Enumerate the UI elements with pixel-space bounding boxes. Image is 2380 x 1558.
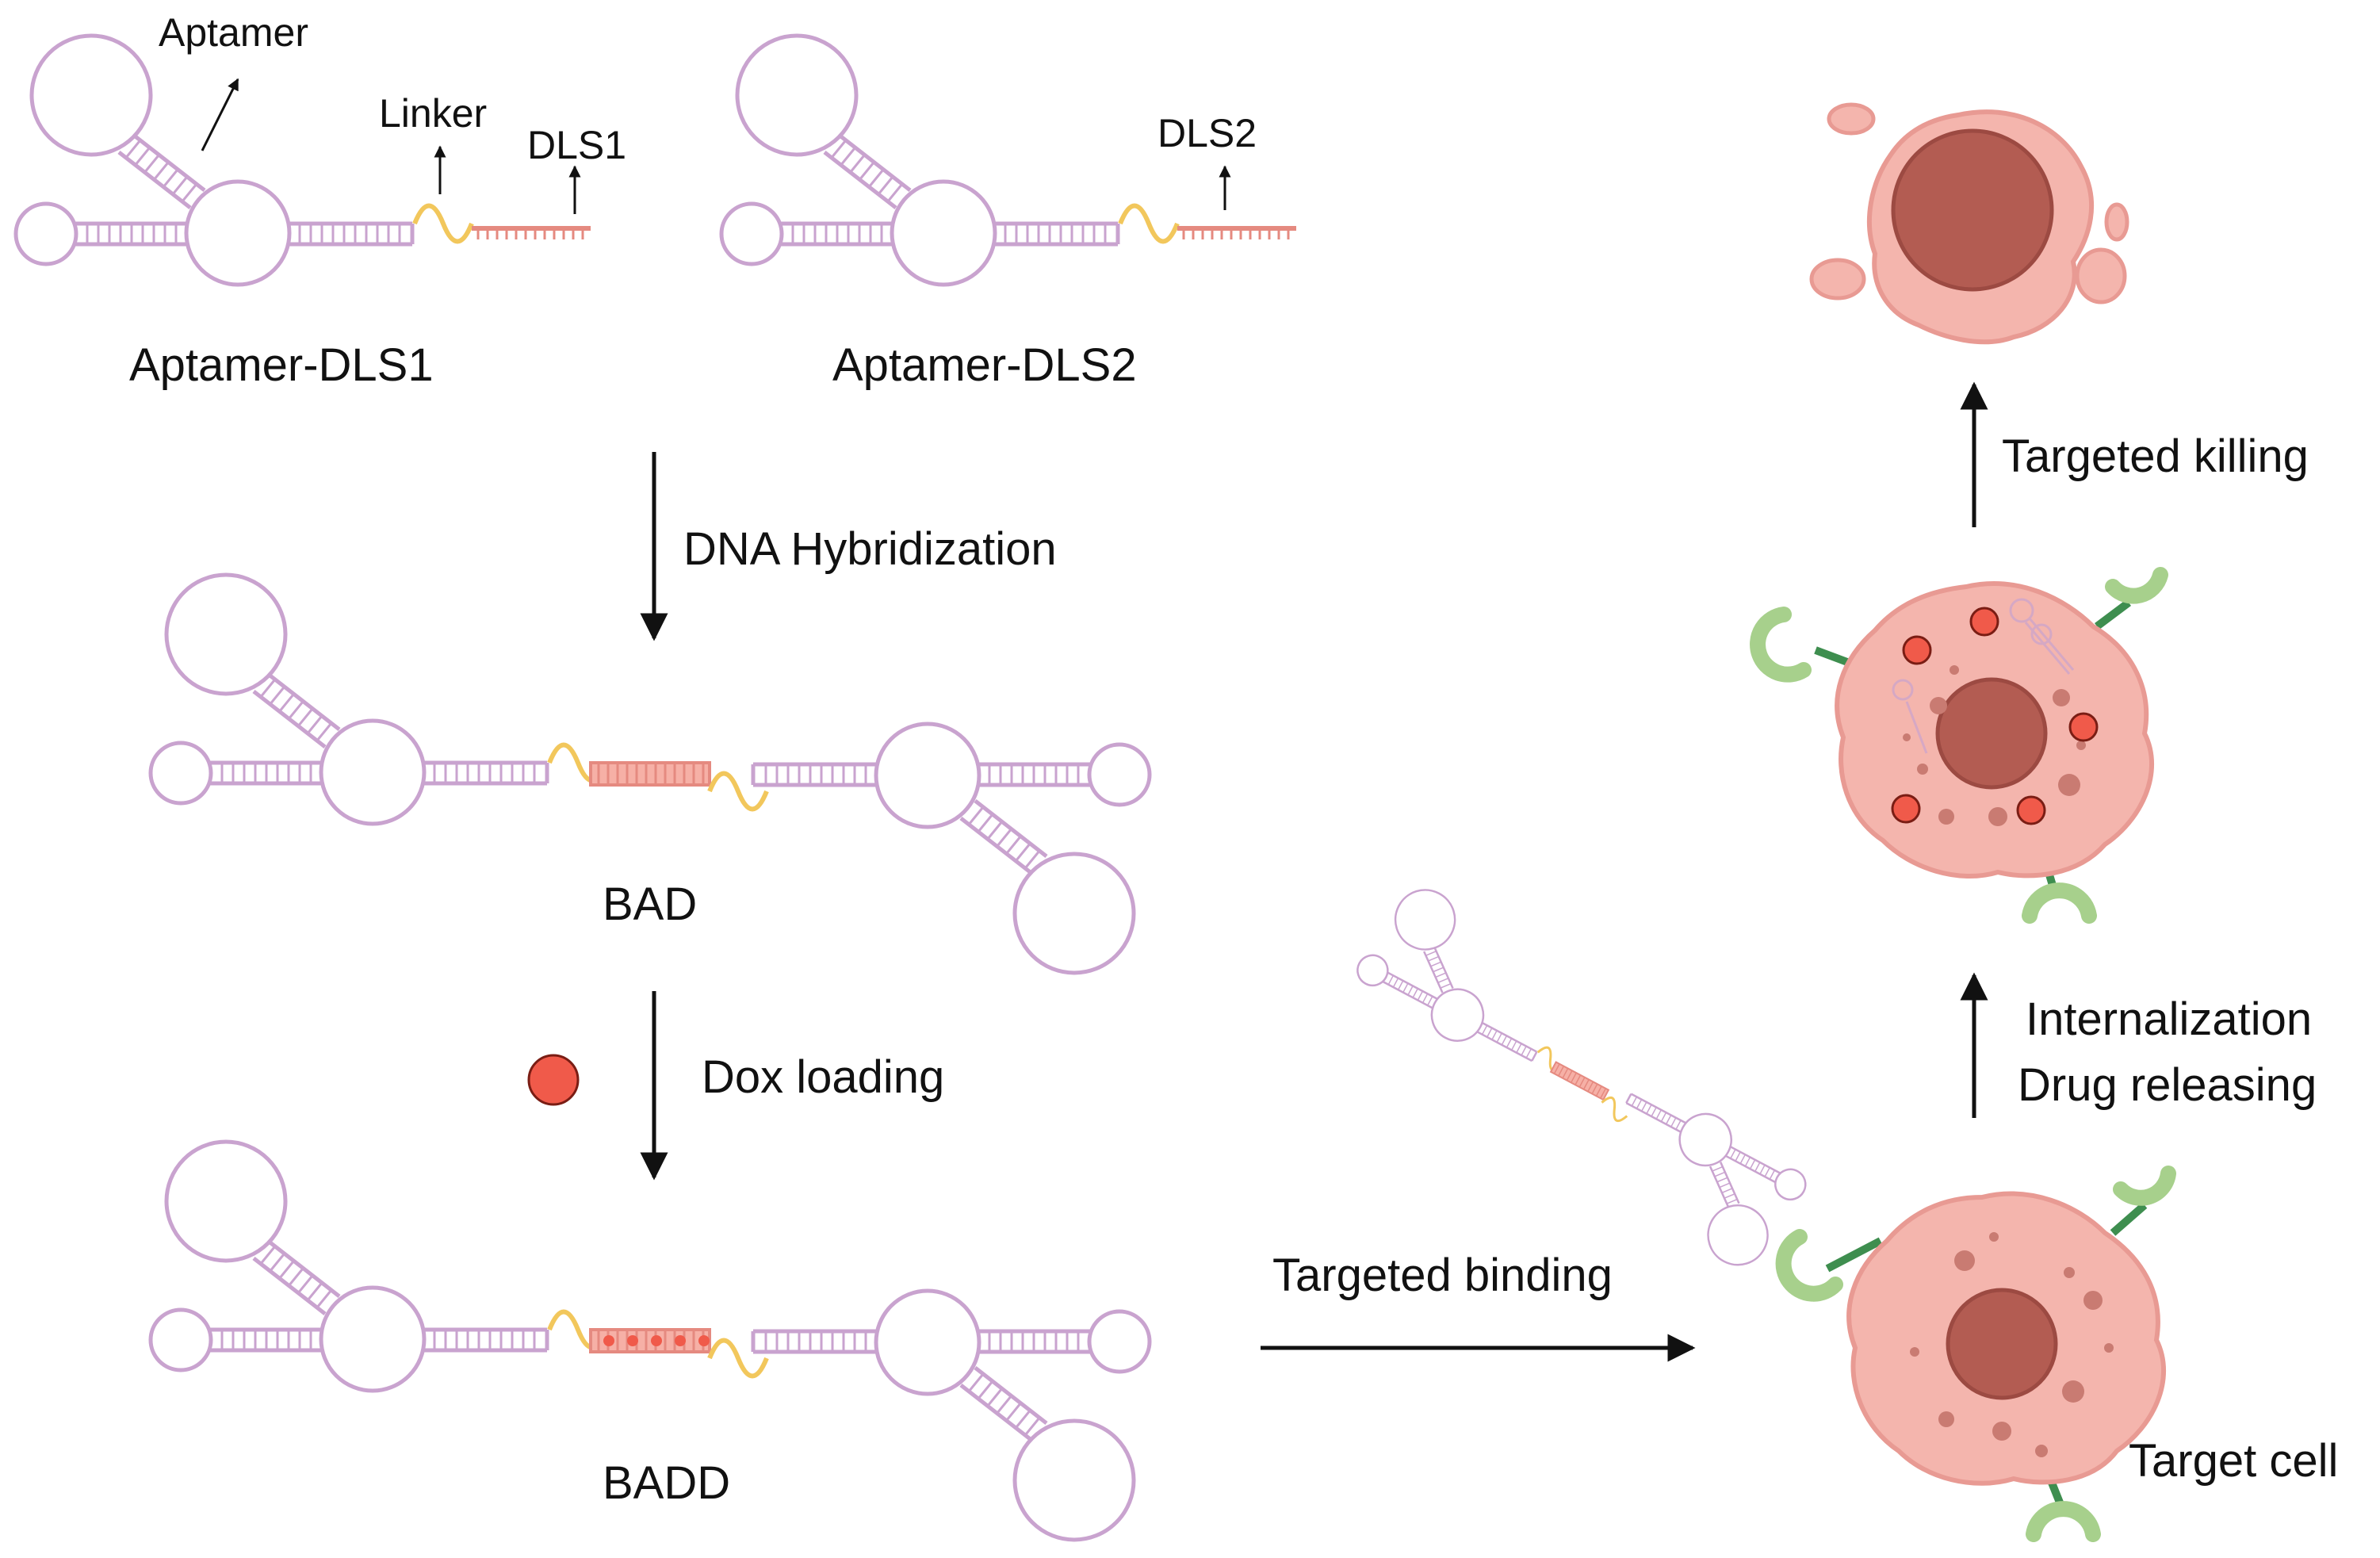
apoptotic-body bbox=[1809, 258, 1866, 300]
bad-caption: BAD bbox=[603, 879, 697, 930]
aptamer-dls2-structure bbox=[721, 36, 1296, 285]
dls1-label: DLS1 bbox=[527, 123, 626, 167]
target-cell-nucleus bbox=[1946, 1288, 2058, 1400]
aptamer-pointer-arrow bbox=[201, 78, 239, 151]
killed-cell bbox=[1809, 102, 2129, 345]
released-dox-particles bbox=[1891, 607, 2099, 825]
dna-hybridization-label: DNA Hybridization bbox=[683, 523, 1057, 575]
targeted-killing-label: Targeted killing bbox=[2002, 431, 2309, 482]
dls2-label: DLS2 bbox=[1157, 111, 1257, 155]
internalized-aptamer-traces bbox=[1892, 598, 2075, 754]
aptamer-dls1-structure bbox=[16, 36, 591, 285]
aptamer-dls2-caption: Aptamer-DLS2 bbox=[832, 339, 1137, 391]
internalized-cell bbox=[1750, 567, 2168, 924]
aptamer-dls1-caption: Aptamer-DLS1 bbox=[129, 339, 434, 391]
receptor-right bbox=[2095, 567, 2168, 630]
receptor-left bbox=[1750, 607, 1849, 683]
internalized-cell-nucleus bbox=[1935, 677, 2048, 790]
loaded-dox-dots bbox=[603, 1335, 710, 1346]
internalization-label: Internalization bbox=[2026, 993, 2312, 1045]
apoptotic-body bbox=[2104, 202, 2129, 242]
apoptotic-body bbox=[1827, 102, 1876, 136]
aptamer-label: Aptamer bbox=[159, 10, 308, 55]
linker-label: Linker bbox=[379, 91, 487, 136]
dox-molecule-icon bbox=[527, 1054, 580, 1106]
target-cell-label: Target cell bbox=[2129, 1435, 2338, 1487]
killed-cell-nucleus bbox=[1891, 128, 2054, 292]
receptor-upper-right bbox=[2110, 1166, 2176, 1236]
binding-badd-structure bbox=[1346, 875, 1817, 1280]
receptor-upper-left bbox=[1775, 1229, 1883, 1302]
dox-loading-label: Dox loading bbox=[702, 1051, 944, 1103]
apoptotic-body bbox=[2075, 247, 2127, 304]
drug-releasing-label: Drug releasing bbox=[2018, 1059, 2317, 1111]
badd-structure bbox=[151, 1142, 1150, 1540]
targeted-binding-label: Targeted binding bbox=[1272, 1250, 1613, 1301]
badd-caption: BADD bbox=[603, 1457, 730, 1509]
target-cell bbox=[1775, 1166, 2176, 1542]
